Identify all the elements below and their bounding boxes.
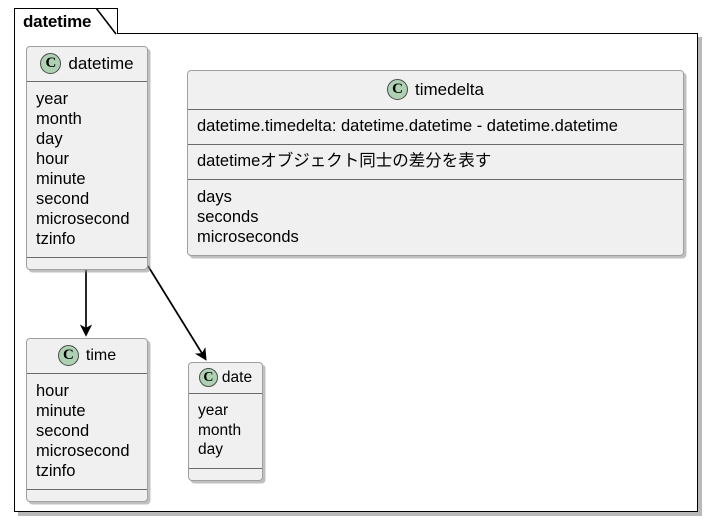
attribute-row: minute — [36, 402, 86, 420]
class-icon: C — [40, 53, 62, 74]
class-header-datetime: C datetime — [27, 47, 147, 82]
attribute-row: hour — [36, 150, 70, 168]
methods-compartment-time — [27, 490, 147, 501]
attribute-row: tzinfo — [36, 230, 76, 248]
class-icon: C — [57, 345, 79, 366]
attributes-compartment-date: year month day — [189, 394, 262, 469]
class-box-datetime[interactable]: C datetime year month day hour minute se… — [26, 46, 148, 270]
class-name-label: timedelta — [415, 79, 484, 99]
class-header-date: C date — [189, 363, 262, 394]
methods-compartment-date — [189, 469, 262, 480]
attribute-row: microsecond — [36, 210, 130, 228]
attribute-row: year — [198, 402, 229, 419]
attribute-row: second — [36, 190, 90, 208]
class-icon: C — [198, 368, 218, 387]
class-name-label: time — [85, 346, 117, 364]
class-box-timedelta[interactable]: C timedelta datetime.timedelta: datetime… — [187, 70, 684, 256]
attribute-row: microseconds — [197, 228, 299, 246]
attributes-compartment-timedelta: days seconds microseconds — [188, 180, 683, 255]
package-tab-label: datetime — [23, 12, 92, 31]
attribute-row: tzinfo — [36, 462, 76, 480]
note-compartment-timedelta: datetimeオブジェクト同士の差分を表す — [188, 145, 683, 180]
class-icon: C — [387, 79, 408, 100]
attribute-row: day — [36, 130, 63, 148]
attribute-row: day — [198, 441, 223, 458]
class-header-time: C time — [27, 339, 147, 374]
signature-compartment-timedelta: datetime.timedelta: datetime.datetime - … — [188, 110, 683, 145]
class-name-label: date — [221, 368, 253, 386]
attribute-row: days — [197, 188, 232, 206]
class-box-time[interactable]: C time hour minute second microsecond tz… — [26, 338, 148, 502]
signature-text: datetime.timedelta: datetime.datetime - … — [197, 117, 618, 135]
attribute-row: second — [36, 422, 90, 440]
attribute-row: minute — [36, 170, 86, 188]
package-tab-slant-icon — [96, 8, 118, 36]
attributes-compartment-time: hour minute second microsecond tzinfo — [27, 374, 147, 490]
package-tab[interactable]: datetime — [14, 8, 119, 36]
class-header-timedelta: C timedelta — [188, 71, 683, 110]
attribute-row: seconds — [197, 208, 259, 226]
attribute-row: month — [36, 110, 82, 128]
attribute-row: microsecond — [36, 442, 130, 460]
note-text: datetimeオブジェクト同士の差分を表す — [197, 152, 492, 170]
attribute-row: year — [36, 90, 69, 108]
attribute-row: month — [198, 421, 242, 439]
attributes-compartment-datetime: year month day hour minute second micros… — [27, 82, 147, 258]
methods-compartment-datetime — [27, 258, 147, 269]
class-name-label: datetime — [68, 53, 134, 73]
attribute-row: hour — [36, 382, 70, 400]
class-box-date[interactable]: C date year month day — [188, 362, 263, 481]
